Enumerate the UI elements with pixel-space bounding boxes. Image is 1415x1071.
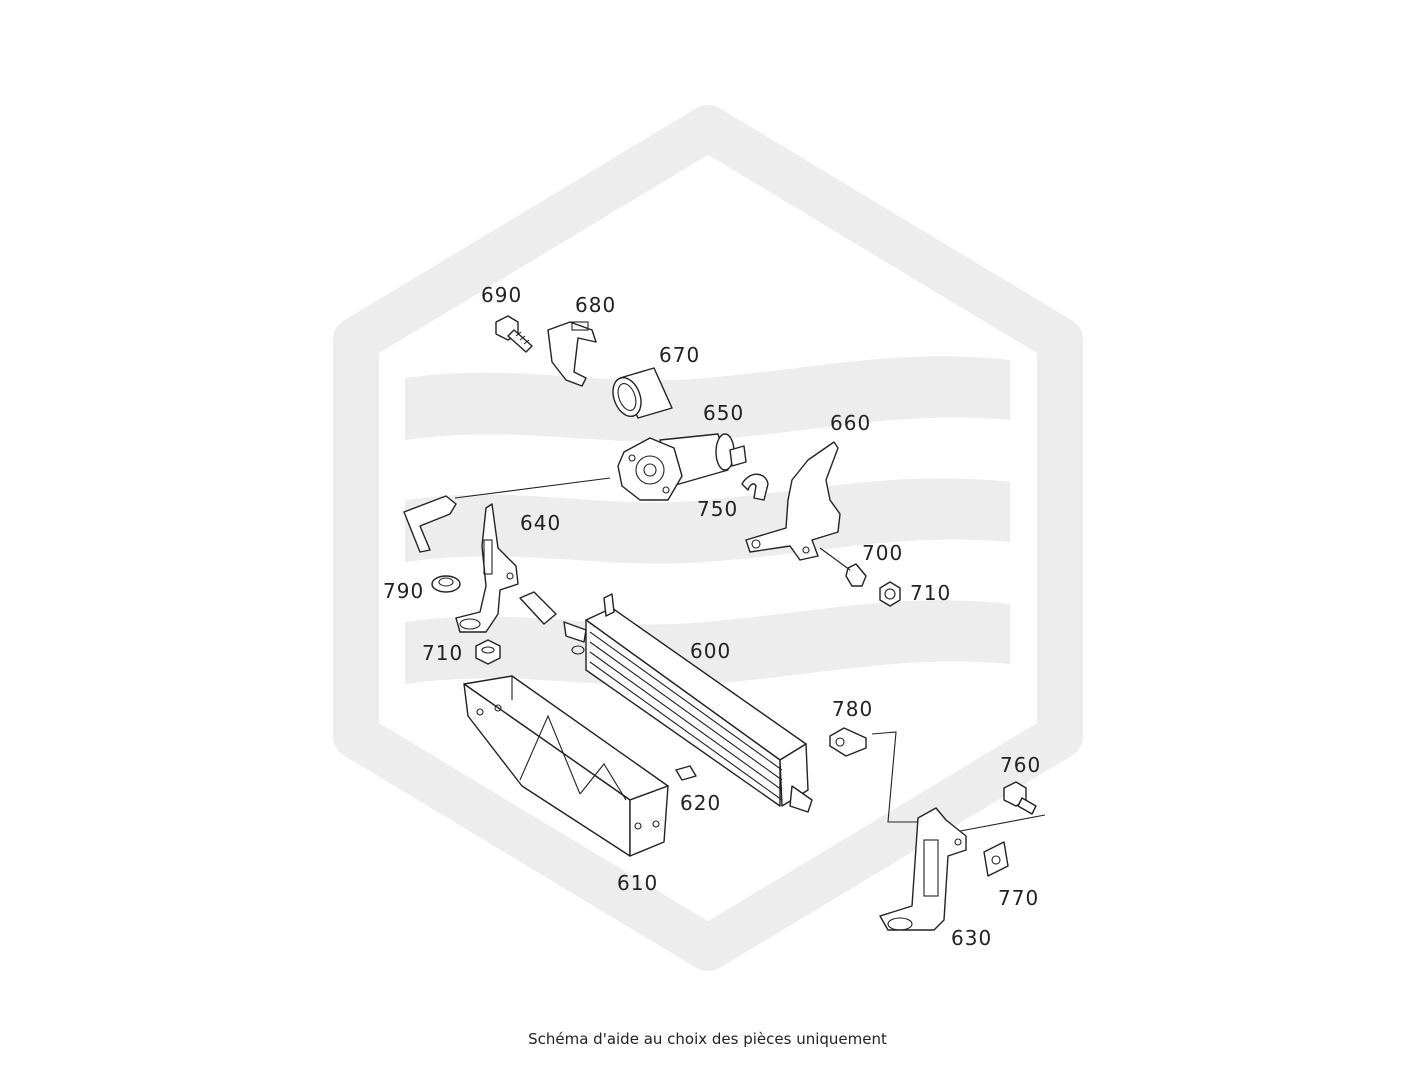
part-710-nut-right-icon[interactable] [879,581,901,607]
part-780-sensor-icon[interactable] [829,727,867,757]
label-600: 600 [690,639,731,663]
part-650-pump-icon[interactable] [617,433,747,501]
part-630-bracket-icon[interactable] [879,807,967,931]
label-670: 670 [659,343,700,367]
label-690: 690 [481,283,522,307]
part-670-sleeve-icon[interactable] [608,367,673,420]
watermark-logo [333,105,1083,971]
leader-lines [454,477,1046,833]
part-710-nut-left-icon[interactable] [475,639,501,665]
part-680-bracket-icon[interactable] [547,321,597,387]
label-680: 680 [575,293,616,317]
part-690-bolt-icon[interactable] [495,315,533,353]
part-600-cooler-icon[interactable] [563,593,813,813]
part-660-bracket-icon[interactable] [745,441,841,561]
label-710-right: 710 [910,581,951,605]
part-700-sensor-icon[interactable] [819,547,867,587]
label-610: 610 [617,871,658,895]
part-760-bolt-icon[interactable] [1003,781,1037,815]
part-790-grommet-icon[interactable] [431,575,461,593]
label-640: 640 [520,511,561,535]
label-780: 780 [832,697,873,721]
label-650: 650 [703,401,744,425]
label-660: 660 [830,411,871,435]
label-760: 760 [1000,753,1041,777]
diagram-caption: Schéma d'aide au choix des pièces unique… [528,1030,887,1048]
label-750: 750 [697,497,738,521]
label-790: 790 [383,579,424,603]
part-620-clip-icon[interactable] [675,765,697,781]
label-710-left: 710 [422,641,463,665]
label-770: 770 [998,886,1039,910]
part-750-hose-icon[interactable] [741,473,769,501]
part-770-clip-icon[interactable] [983,841,1009,877]
callout-labels: 690 680 670 650 660 640 750 700 790 710 … [383,283,1041,950]
label-700: 700 [862,541,903,565]
part-610-housing-icon[interactable] [463,675,669,857]
label-630: 630 [951,926,992,950]
part-640-bracket-icon[interactable] [403,495,557,633]
label-620: 620 [680,791,721,815]
